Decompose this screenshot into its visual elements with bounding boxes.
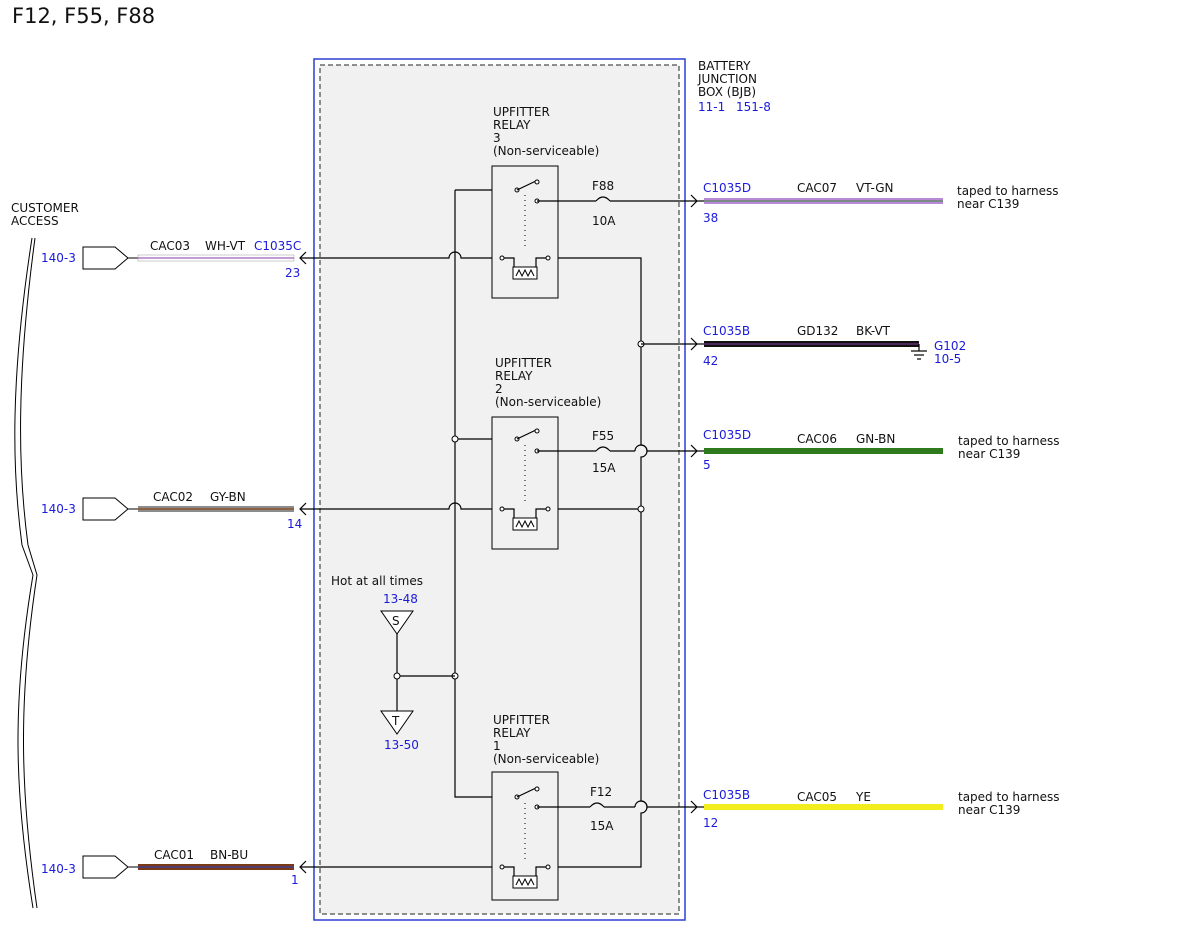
customer-access-brace — [14, 237, 34, 909]
relay1-line2: RELAY — [493, 726, 531, 740]
wire-stripe-ye — [704, 804, 943, 810]
relay2-line1: UPFITTER — [495, 356, 552, 370]
left-color-wh-vt: WH-VT — [205, 239, 246, 253]
right-pin-38: 38 — [703, 211, 718, 225]
connector-flag-icon — [82, 246, 129, 270]
relay2-line2: RELAY — [495, 369, 533, 383]
right-wire-cac06: C1035D CAC06 GN-BN 5 taped to harness ne… — [690, 428, 1060, 472]
right-connector-c1035d-b: C1035D — [703, 428, 751, 442]
bjb-ref-1: 11-1 — [698, 100, 725, 114]
bjb-label: BATTERY JUNCTION BOX (BJB) 11-1 151-8 — [697, 59, 771, 114]
left-pin-1: 1 — [291, 873, 299, 887]
hot-t-letter: T — [391, 714, 400, 728]
right-color-ye: YE — [855, 790, 871, 804]
fuse-f12-amps: 15A — [590, 819, 614, 833]
fuse-f12-label: F12 — [590, 785, 612, 799]
fuse-f88-icon — [595, 196, 611, 202]
hot-t-ref: 13-50 — [384, 738, 419, 752]
ground-icon — [911, 344, 927, 360]
right-note-1-line2: near C139 — [957, 197, 1019, 211]
ground-g102: G102 — [934, 339, 966, 353]
left-wire-cac02: 140-3 CAC02 GY-BN 14 — [41, 490, 307, 531]
customer-access-line1: CUSTOMER — [11, 201, 79, 215]
left-circuit-cac03: CAC03 — [150, 239, 190, 253]
relay1-line1: UPFITTER — [493, 713, 550, 727]
fuse-f88-label: F88 — [592, 179, 614, 193]
fuse-f55-label: F55 — [592, 429, 614, 443]
relay3-number: 3 — [493, 131, 501, 145]
relay3-note: (Non-serviceable) — [493, 144, 599, 158]
bjb-ref-2: 151-8 — [736, 100, 771, 114]
customer-access: CUSTOMER ACCESS — [11, 201, 79, 909]
left-ref-140-3-b: 140-3 — [41, 502, 76, 516]
fuse-f55-icon — [595, 446, 611, 452]
right-circuit-gd132: GD132 — [797, 324, 838, 338]
bjb-label-line1: BATTERY — [698, 59, 751, 73]
splice-s-icon — [380, 610, 414, 635]
splice-t-icon — [380, 710, 414, 735]
left-wire-cac03: 140-3 CAC03 WH-VT C1035C 23 — [41, 239, 307, 280]
fuse-f12-icon — [589, 802, 605, 808]
right-connector-c1035b-a: C1035B — [703, 324, 750, 338]
bjb-label-line3: BOX (BJB) — [698, 85, 756, 99]
connector-flag-icon — [82, 855, 129, 879]
right-note-4-line1: taped to harness — [958, 790, 1060, 804]
right-color-bk-vt: BK-VT — [856, 324, 891, 338]
fuse-f55-amps: 15A — [592, 461, 616, 475]
relay2-note: (Non-serviceable) — [495, 395, 601, 409]
hot-at-all-times: Hot at all times 13-48 S T 13-50 — [331, 574, 455, 752]
right-note-3-line2: near C139 — [958, 447, 1020, 461]
relay2-number: 2 — [495, 382, 503, 396]
left-color-bn-bu: BN-BU — [210, 848, 248, 862]
ground-ref-10-5: 10-5 — [934, 352, 961, 366]
fuse-f88-amps: 10A — [592, 214, 616, 228]
right-pin-5: 5 — [703, 458, 711, 472]
relay1-note: (Non-serviceable) — [493, 752, 599, 766]
left-pin-14: 14 — [287, 517, 302, 531]
right-color-vt-gn: VT-GN — [856, 181, 893, 195]
upfitter-relay-1: UPFITTER RELAY 1 (Non-serviceable) F12 1… — [491, 713, 697, 901]
relay3-line1: UPFITTER — [493, 105, 550, 119]
connector-flag-icon — [82, 497, 129, 521]
hot-s-letter: S — [392, 614, 400, 628]
left-circuit-cac01: CAC01 — [154, 848, 194, 862]
right-note-4-line2: near C139 — [958, 803, 1020, 817]
bjb-outline — [313, 58, 686, 921]
diagram-title: F12, F55, F88 — [12, 4, 155, 28]
customer-access-line2: ACCESS — [11, 214, 59, 228]
wire-stripe-gn-bn — [704, 448, 943, 454]
right-connector-c1035b-b: C1035B — [703, 788, 750, 802]
hot-label: Hot at all times — [331, 574, 423, 588]
right-circuit-cac06: CAC06 — [797, 432, 837, 446]
right-circuit-cac05: CAC05 — [797, 790, 837, 804]
left-color-gy-bn: GY-BN — [210, 490, 246, 504]
left-connector-c1035c: C1035C — [254, 239, 301, 253]
right-note-1-line1: taped to harness — [957, 184, 1059, 198]
right-pin-42: 42 — [703, 354, 718, 368]
hot-s-ref: 13-48 — [383, 592, 418, 606]
right-note-3-line1: taped to harness — [958, 434, 1060, 448]
left-pin-23: 23 — [285, 266, 300, 280]
upfitter-relay-3: UPFITTER RELAY 3 (Non-serviceable) F88 1… — [491, 105, 697, 299]
upfitter-relay-2: UPFITTER RELAY 2 (Non-serviceable) F55 1… — [491, 356, 697, 550]
left-wire-cac01: 140-3 CAC01 BN-BU 1 — [41, 848, 307, 887]
relay3-line2: RELAY — [493, 118, 531, 132]
left-circuit-cac02: CAC02 — [153, 490, 193, 504]
left-ref-140-3-c: 140-3 — [41, 862, 76, 876]
right-connector-c1035d-a: C1035D — [703, 181, 751, 195]
left-ref-140-3-a: 140-3 — [41, 251, 76, 265]
relay1-number: 1 — [493, 739, 501, 753]
right-color-gn-bn: GN-BN — [856, 432, 895, 446]
right-pin-12: 12 — [703, 816, 718, 830]
right-wire-cac07: C1035D CAC07 VT-GN 38 taped to harness n… — [690, 181, 1059, 225]
right-wire-gd132: C1035B GD132 BK-VT 42 G102 10-5 — [690, 324, 966, 368]
right-circuit-cac07: CAC07 — [797, 181, 837, 195]
customer-access-brace-inner — [20, 237, 38, 909]
right-wire-cac05: C1035B CAC05 YE 12 taped to harness near… — [690, 788, 1060, 830]
bjb-label-line2: JUNCTION — [697, 72, 757, 86]
